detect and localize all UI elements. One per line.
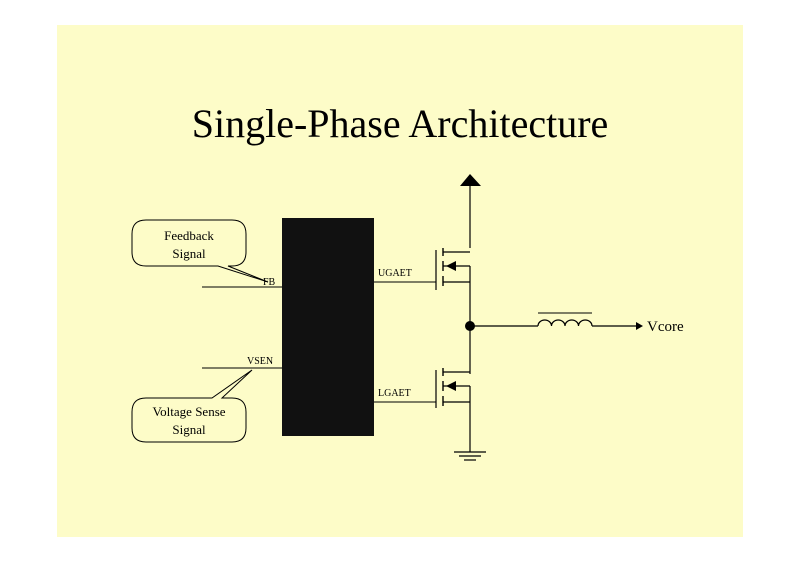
voltage-sense-callout-line1: Voltage Sense: [152, 404, 225, 419]
voltage-sense-callout: Voltage Sense Signal: [131, 369, 253, 443]
inductor: [537, 312, 593, 327]
ground-symbol: [454, 451, 486, 461]
fb-pin-label: FB: [263, 277, 276, 288]
controller-ic: [282, 218, 374, 436]
high-side-mosfet: [435, 248, 471, 374]
low-side-mosfet: [435, 368, 471, 452]
ugate-pin-label: UGAET: [378, 268, 412, 279]
supply-arrow: [460, 174, 481, 186]
feedback-callout-shape: [131, 219, 269, 283]
vcore-label: Vcore: [647, 319, 684, 335]
slide-background: [57, 25, 743, 537]
vsen-pin-label: VSEN: [247, 356, 273, 367]
page-title: Single-Phase Architecture: [191, 101, 609, 146]
feedback-callout-line2: Signal: [172, 246, 206, 261]
feedback-callout-line1: Feedback: [164, 228, 214, 243]
output-arrow: [636, 322, 643, 330]
feedback-callout: Feedback Signal: [131, 219, 269, 283]
voltage-sense-callout-shape: [131, 369, 253, 443]
lgate-pin-label: LGAET: [378, 388, 411, 399]
voltage-sense-callout-line2: Signal: [172, 422, 206, 437]
